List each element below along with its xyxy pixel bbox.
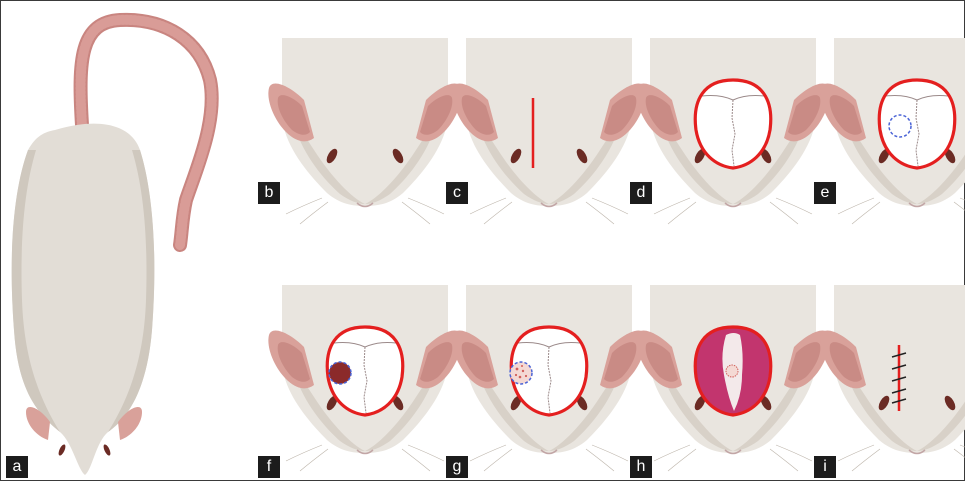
panel-f-rat-head <box>268 285 461 471</box>
panel-label-b: b <box>258 182 280 204</box>
bone-flap-removed <box>329 362 351 384</box>
panel-g-rat-head <box>452 285 645 471</box>
rat-whole-body <box>12 20 212 475</box>
panel-label-h: h <box>630 456 652 478</box>
panel-e-rat-head <box>820 38 965 224</box>
panel-h-rat-head <box>636 285 829 471</box>
panel-label-g: g <box>446 456 468 478</box>
panel-b-rat-head <box>268 38 461 224</box>
panel-i-rat-head <box>820 285 965 471</box>
panel-d-rat-head <box>636 38 829 224</box>
panel-label-a: a <box>6 456 28 478</box>
panel-label-d: d <box>630 182 652 204</box>
panel-c-rat-head <box>452 38 645 224</box>
panel-label-i: i <box>814 456 836 478</box>
panel-label-f: f <box>258 456 280 478</box>
panel-label-c: c <box>446 182 468 204</box>
defect-filling <box>510 362 532 384</box>
panel-label-e: e <box>814 182 836 204</box>
